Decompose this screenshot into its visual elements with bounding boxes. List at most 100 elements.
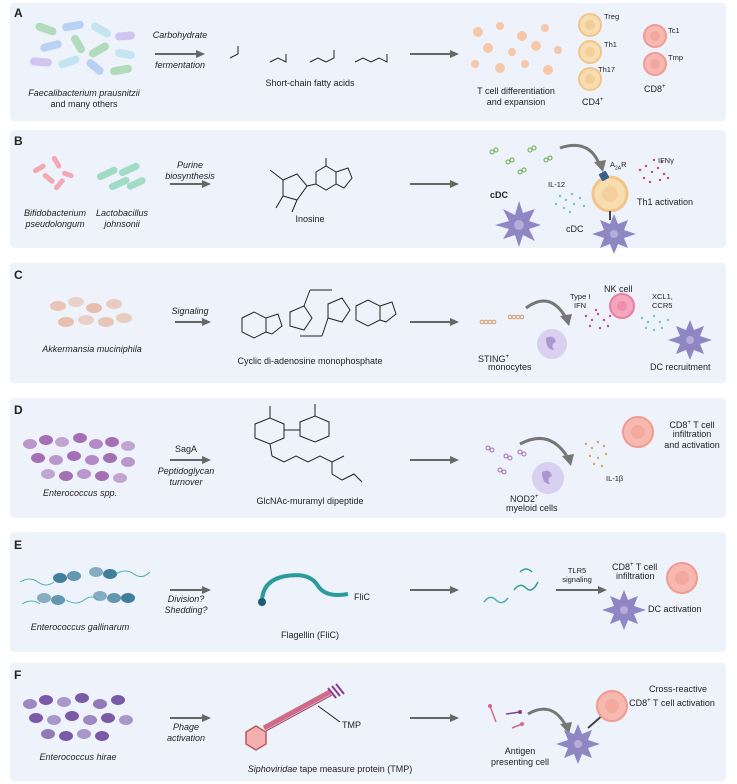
panel-a (10, 3, 726, 121)
arrow-f1 (170, 714, 211, 722)
panel-label-b: B (14, 134, 23, 148)
label-th1: Th1 (604, 40, 617, 49)
type1-ifn-dots-icon (584, 308, 612, 330)
organism-d: Enterococcus spp. (42, 488, 118, 498)
label-sting: STING+ (478, 354, 510, 364)
panel-c (10, 263, 726, 383)
arrow-b2 (410, 180, 459, 188)
arrow-c2 (410, 318, 459, 326)
arrow-e2 (410, 586, 459, 594)
organism-b1-line1: Bifidobacterium (23, 208, 87, 218)
label-cd8: CD8+ (644, 84, 666, 94)
molecule-f: Siphoviridae tape measure protein (TMP) (247, 764, 413, 774)
th1-cell-icon (591, 170, 629, 220)
label-type1-line1: Type I (570, 292, 591, 301)
dc-recruit-icon (668, 320, 712, 360)
molecule-b: Inosine (295, 214, 325, 224)
molecule-a: Short-chain fatty acids (265, 78, 355, 88)
arrow-e1 (170, 586, 211, 594)
process-e-line2: Shedding? (164, 605, 208, 615)
scfa-structures-icon (229, 46, 388, 63)
process-b-line2: biosynthesis (165, 171, 215, 181)
faecalibacterium-icon (30, 20, 135, 76)
label-nod2: NOD2+ (510, 494, 539, 504)
nk-cell-icon (609, 293, 635, 319)
label-th17: Th17 (598, 65, 616, 74)
label-cdc-top: cDC (490, 190, 509, 200)
monocyte-icon (537, 329, 567, 359)
panel-label-a: A (14, 6, 23, 20)
cdamp-molecules-icon (479, 314, 525, 325)
label-dc-recruit: DC recruitment (650, 362, 711, 372)
flagellin-fragments-icon (483, 568, 539, 604)
scfa-dots-icon (471, 22, 562, 75)
arrow-a1 (155, 50, 205, 58)
process-d-line1: Peptidoglycan (157, 466, 215, 476)
panel-label-d: D (14, 403, 23, 417)
panel-label-e: E (14, 538, 23, 552)
panel-e (10, 532, 726, 652)
label-nk-cell: NK cell (604, 284, 633, 294)
label-cdc-bottom: cDC (566, 224, 584, 234)
label-monocytes: monocytes (488, 362, 532, 372)
label-type1-line2: IFN (574, 301, 587, 310)
enzyme-d: SagA (174, 444, 198, 454)
arrow-c1 (175, 318, 211, 326)
outcome-a-line2: and expansion (486, 97, 546, 107)
outcome-a-line1: T cell differentiation (477, 86, 555, 96)
gallinarum-icon (19, 567, 151, 605)
molecule-c: Cyclic di-adenosine monophosphate (237, 356, 383, 366)
label-treg: Treg (604, 12, 620, 21)
label-a2ar: A2AR (610, 160, 627, 172)
label-il1b: IL-1β (606, 474, 624, 483)
organism-e: Enterococcus gallinarum (30, 622, 130, 632)
organism-b2-line2: johnsonii (104, 219, 140, 229)
arrow-d1 (170, 456, 211, 464)
hirae-icon (23, 693, 133, 741)
curved-arrow-c (525, 299, 568, 319)
bifidobacterium-icon (32, 155, 74, 191)
process-a-line2: fermentation (154, 60, 206, 70)
molecule-d: GlcNAc-muramyl dipeptide (256, 496, 364, 506)
process-e-line1: Division? (167, 594, 205, 604)
label-cd8-d-line2: infiltration (672, 429, 712, 439)
organism-b2-line1: Lactobacillus (95, 208, 149, 218)
label-apc-line1: Antigen (504, 746, 536, 756)
label-tlr5-line2: signaling (562, 575, 592, 584)
organism-f: Enterococcus hirae (39, 752, 117, 762)
flagellin-icon (258, 573, 349, 606)
arrow-e3 (556, 586, 607, 594)
label-cd8-d-line1: CD8+ T cell (669, 420, 715, 430)
cdamp-structure-icon (241, 289, 397, 339)
label-apc-line2: presenting cell (490, 757, 550, 767)
lactobacillus-icon (96, 162, 146, 191)
mdp-molecules-icon (485, 445, 527, 475)
label-cross-line2: CD8+ T cell activation (629, 698, 715, 708)
panel-label-f: F (14, 668, 22, 682)
apc-cell-icon (556, 713, 605, 764)
organism-a-line1: Faecalibacterium prausnitzii (28, 88, 140, 98)
process-c: Signaling (171, 306, 209, 316)
label-dc-activation: DC activation (648, 604, 702, 614)
process-a-line1: Carbohydrate (152, 30, 208, 40)
akkermansia-icon (50, 297, 132, 327)
cd4-tcells-icon (578, 13, 602, 91)
enterococcus-icon (23, 433, 135, 483)
ifng-dots-icon (638, 158, 670, 184)
label-tlr5-line1: TLR5 (567, 566, 587, 575)
process-b-line1: Purine (176, 160, 204, 170)
organism-b1-line2: pseudolongum (25, 219, 85, 229)
process-d-line2: turnover (169, 477, 203, 487)
label-ifng: IFNγ (658, 156, 674, 165)
process-f-line1: Phage (172, 722, 200, 732)
panel-label-c: C (14, 268, 23, 282)
label-cd8-d-line3: and activation (664, 440, 720, 450)
curved-arrow-d (519, 436, 570, 459)
curved-arrow-f (527, 707, 568, 727)
label-th1-activation: Th1 activation (637, 197, 694, 207)
organism-a-line2: and many others (50, 99, 118, 109)
